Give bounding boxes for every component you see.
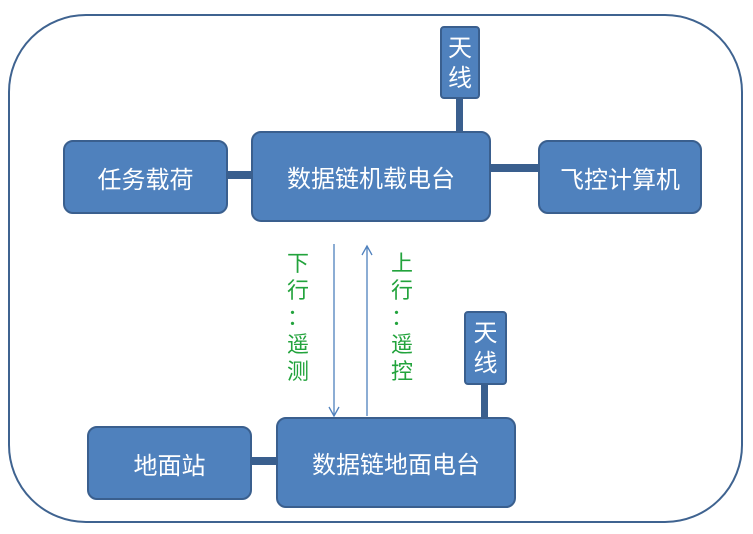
antenna-top-char-1: 天 (448, 33, 472, 62)
antenna-top: 天 线 (440, 26, 480, 99)
downlink-char: ： (286, 306, 309, 331)
antenna-bottom-char-2: 线 (473, 349, 498, 377)
downlink-char: 下 (286, 252, 309, 277)
flight-computer-box: 飞控计算机 (538, 140, 702, 214)
uplink-char: 上 (390, 252, 413, 277)
downlink-char: 行 (286, 279, 309, 304)
system-frame (8, 14, 743, 523)
uplink-char: 行 (390, 279, 413, 304)
antenna-bottom: 天 线 (464, 311, 507, 385)
downlink-label: 下 行 ： 遥 测 (285, 251, 311, 386)
payload-box: 任务载荷 (63, 140, 228, 214)
airborne-radio-box: 数据链机载电台 (251, 131, 491, 222)
connector-antenna-bottom (481, 383, 488, 419)
connector-payload-radio (226, 171, 254, 179)
connector-antenna-top (456, 98, 463, 134)
uplink-char: 控 (390, 360, 413, 385)
connector-groundstation-radio (250, 457, 279, 465)
downlink-char: 测 (286, 360, 309, 385)
uplink-char: ： (390, 306, 413, 331)
uplink-char: 遥 (390, 333, 413, 358)
uplink-label: 上 行 ： 遥 控 (389, 251, 415, 386)
antenna-bottom-char-1: 天 (473, 319, 498, 347)
antenna-top-char-2: 线 (448, 63, 472, 92)
ground-station-box: 地面站 (87, 426, 252, 500)
connector-radio-flightcomputer (488, 164, 540, 172)
downlink-char: 遥 (286, 333, 309, 358)
ground-radio-box: 数据链地面电台 (276, 417, 516, 508)
